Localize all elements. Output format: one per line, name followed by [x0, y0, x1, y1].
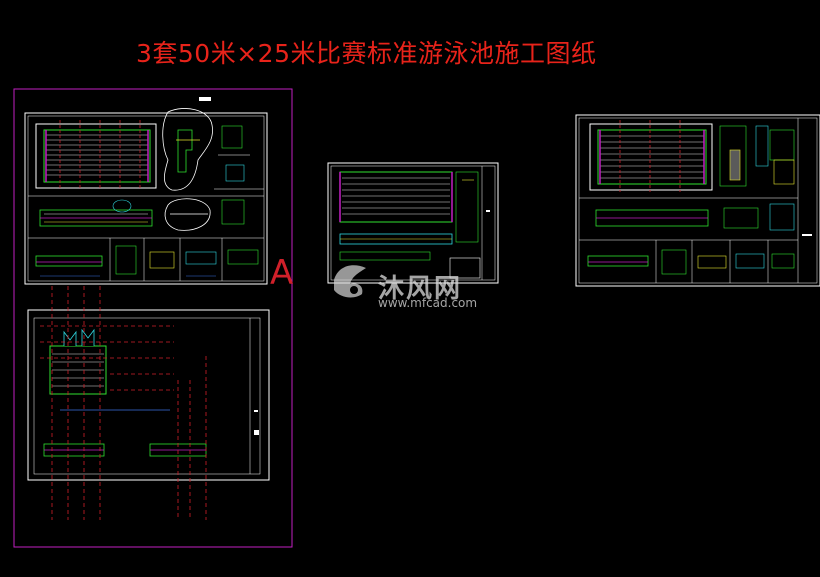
watermark-url: www.mfcad.com	[378, 296, 478, 310]
sheet-letter: A	[270, 253, 293, 293]
middle-sheet	[327, 162, 499, 284]
page-title: 3套50米×25米比赛标准游泳池施工图纸	[136, 39, 597, 68]
right-sheet	[575, 114, 820, 287]
left-sheet	[13, 88, 293, 548]
watermark-name: 沐风网	[378, 274, 463, 304]
watermark-logo	[334, 265, 366, 298]
